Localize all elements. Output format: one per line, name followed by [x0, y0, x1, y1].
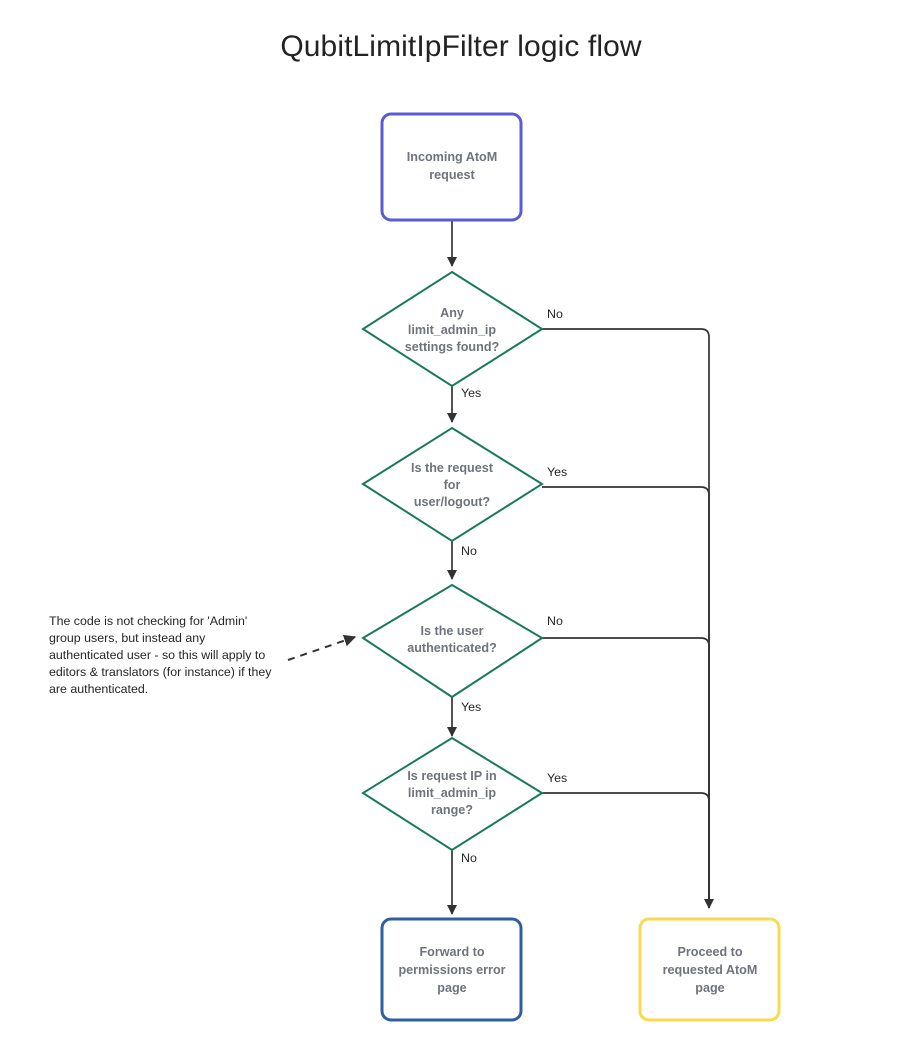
proceed-requested-page-shape: [638, 917, 781, 1022]
incoming-request-label-line2: request: [429, 168, 475, 182]
edge-label-decision3-no: No: [547, 614, 563, 628]
decision2-label-line1: Is the request: [411, 461, 494, 475]
decision1-label-line3: settings found?: [405, 340, 499, 354]
proceed-requested-page-label-line2: requested AtoM: [663, 963, 758, 977]
proceed-requested-page-label-line1: Proceed to: [677, 945, 742, 959]
forward-permissions-error-label-line3: page: [437, 981, 466, 995]
decision2-label-line3: user/logout?: [414, 495, 490, 509]
edge-label-decision3-yes: Yes: [461, 700, 481, 714]
decision4-label-line1: Is request IP in: [407, 769, 496, 783]
node-limit-admin-ip-settings-found[interactable]: Any limit_admin_ip settings found?: [361, 270, 544, 388]
edge-label-decision2-no: No: [461, 544, 477, 558]
note-line-1: The code is not checking for 'Admin': [49, 614, 247, 628]
decision4-label-line2: limit_admin_ip: [408, 786, 496, 800]
decision4-shape: [361, 736, 544, 852]
page-title: QubitLimitIpFilter logic flow: [280, 30, 642, 63]
edge-label-decision1-no: No: [547, 307, 563, 321]
edge-label-decision2-yes: Yes: [547, 465, 567, 479]
note-line-5: are authenticated.: [49, 682, 148, 696]
admin-group-note: The code is not checking for 'Admin' gro…: [49, 614, 272, 696]
decision4-label-line3: range?: [431, 803, 473, 817]
edge-label-decision4-yes: Yes: [547, 771, 567, 785]
forward-permissions-error-label-line1: Forward to: [419, 945, 484, 959]
edge-label-decision4-no: No: [461, 851, 477, 865]
node-user-authenticated[interactable]: Is the user authenticated?: [361, 583, 544, 699]
note-line-2: group users, but instead any: [49, 631, 206, 645]
node-request-for-user-logout[interactable]: Is the request for user/logout?: [361, 426, 544, 543]
forward-permissions-error-label-line2: permissions error: [398, 963, 505, 977]
note-line-4: editors & translators (for instance) if …: [49, 665, 272, 679]
edge-decision2-yes-to-proceed: [542, 486, 710, 908]
edge-decision3-no-to-proceed: [542, 637, 710, 908]
proceed-requested-page-label-line3: page: [695, 981, 724, 995]
node-request-ip-in-range[interactable]: Is request IP in limit_admin_ip range?: [361, 736, 544, 852]
decision1-shape: [361, 270, 544, 388]
decision3-shape: [361, 583, 544, 699]
edge-label-decision1-yes: Yes: [461, 386, 481, 400]
decision2-shape: [361, 426, 544, 543]
node-incoming-request[interactable]: Incoming AtoM request: [380, 112, 523, 222]
incoming-request-shape: [380, 112, 523, 222]
edge-note-to-decision3: [287, 634, 357, 661]
decision3-label-line2: authenticated?: [407, 641, 497, 655]
decision3-label-line1: Is the user: [421, 624, 484, 638]
decision1-label-line2: limit_admin_ip: [408, 323, 496, 337]
edge-decision4-yes-to-proceed: [542, 792, 710, 908]
decision2-label-line2: for: [444, 478, 461, 492]
node-forward-permissions-error[interactable]: Forward to permissions error page: [380, 917, 523, 1022]
incoming-request-label-line1: Incoming AtoM: [407, 150, 497, 164]
node-proceed-requested-page[interactable]: Proceed to requested AtoM page: [638, 917, 781, 1022]
edge-decision1-no-to-proceed: [542, 328, 715, 910]
forward-permissions-error-shape: [380, 917, 523, 1022]
note-line-3: authenticated user - so this will apply …: [49, 648, 265, 662]
decision1-label-line1: Any: [440, 306, 464, 320]
